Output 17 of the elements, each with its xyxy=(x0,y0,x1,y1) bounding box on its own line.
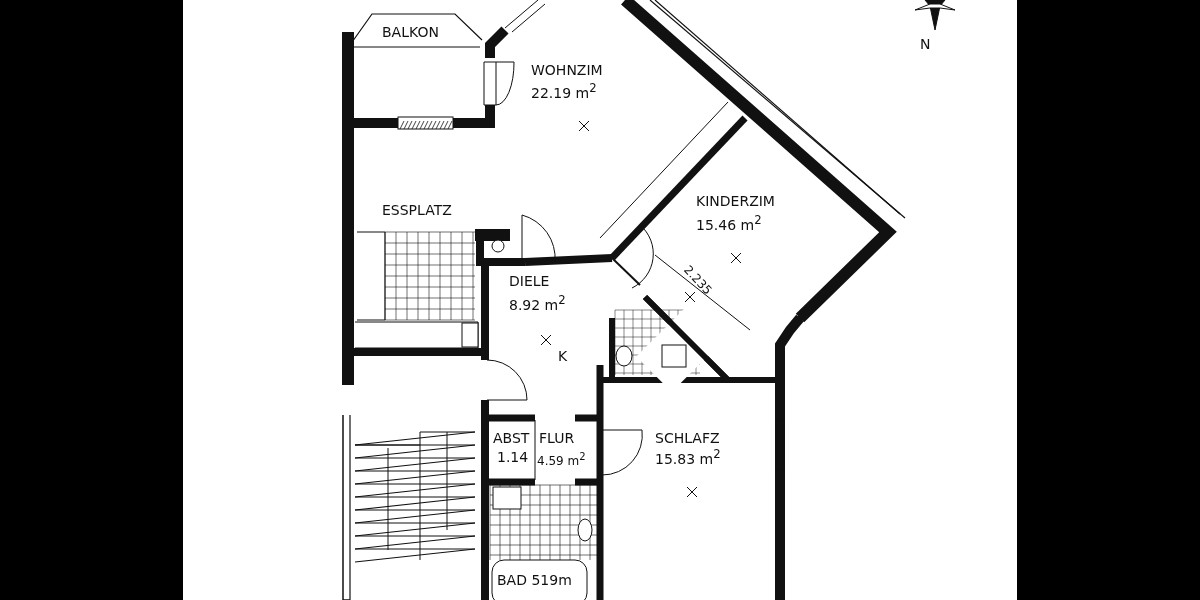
room-name: BALKON xyxy=(382,24,439,40)
room-area: 4.59 m$^{2}$ xyxy=(537,449,586,469)
room-marker: K xyxy=(558,348,568,364)
room-name: ESSPLATZ xyxy=(382,202,452,218)
room-name: ABST xyxy=(493,430,530,446)
room-name: WOHNZIM xyxy=(531,62,603,78)
room-name: DIELE xyxy=(509,273,550,289)
room-area: 22.19 m$^{2}$ xyxy=(531,80,597,101)
room-area: 8.92 m$^{2}$ xyxy=(509,292,566,313)
north-label: N xyxy=(920,36,931,52)
room-area: 1.14 xyxy=(497,449,529,465)
room-name: SCHLAFZ xyxy=(655,430,720,446)
room-name: KINDERZIM xyxy=(696,193,775,209)
room-area: 15.46 m$^{2}$ xyxy=(696,212,762,233)
room-label: BAD 519m xyxy=(497,572,572,588)
room-name: FLUR xyxy=(539,430,575,446)
room-area: 15.83 m$^{2}$ xyxy=(655,446,721,467)
